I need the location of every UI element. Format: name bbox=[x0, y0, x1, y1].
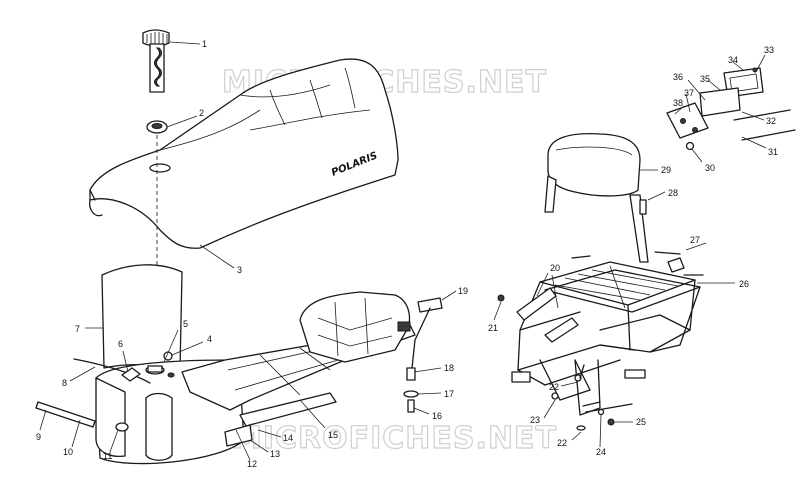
callout-23: 23 bbox=[530, 415, 540, 425]
rack-mount-bar bbox=[571, 251, 681, 259]
callout-6: 6 bbox=[118, 339, 123, 349]
callout-22b: 22 bbox=[557, 438, 567, 448]
callout-15: 15 bbox=[328, 430, 338, 440]
backrest bbox=[544, 132, 649, 263]
gas-cap-gasket bbox=[146, 120, 168, 134]
rack-bolt-22a-shank bbox=[579, 364, 585, 379]
fuel-line bbox=[73, 358, 151, 384]
callout-13: 13 bbox=[270, 449, 280, 459]
rack-nut-21 bbox=[497, 294, 505, 302]
tank-clip bbox=[121, 367, 141, 382]
callout-16: 16 bbox=[432, 411, 442, 421]
rack-pad-rear bbox=[544, 317, 579, 343]
callout-37: 37 bbox=[684, 88, 694, 98]
callout-2: 2 bbox=[199, 108, 204, 118]
callout-35: 35 bbox=[700, 74, 710, 84]
callout-8: 8 bbox=[62, 378, 67, 388]
callout-3: 3 bbox=[237, 265, 242, 275]
callout-17: 17 bbox=[444, 389, 454, 399]
callout-5: 5 bbox=[183, 319, 188, 329]
callout-34: 34 bbox=[728, 55, 738, 65]
seat-latch bbox=[403, 297, 443, 413]
callout-20: 20 bbox=[550, 263, 560, 273]
callout-18: 18 bbox=[444, 363, 454, 373]
callout-10: 10 bbox=[63, 447, 73, 457]
rack-bolt-23 bbox=[551, 392, 559, 400]
gas-cap bbox=[142, 29, 170, 93]
callout-31: 31 bbox=[768, 147, 778, 157]
callout-1: 1 bbox=[202, 39, 207, 49]
seat-base-rear bbox=[299, 291, 411, 363]
heat-shield bbox=[101, 264, 183, 371]
callout-21: 21 bbox=[488, 323, 498, 333]
callout-24: 24 bbox=[596, 447, 606, 457]
callout-30: 30 bbox=[705, 163, 715, 173]
callout-27: 27 bbox=[690, 235, 700, 245]
fuel-filter bbox=[115, 422, 129, 432]
callout-19: 19 bbox=[458, 286, 468, 296]
vent-hose bbox=[35, 401, 96, 428]
cargo-rack bbox=[511, 261, 701, 416]
callout-9: 9 bbox=[36, 432, 41, 442]
callout-numbers: 1 2 3 4 5 6 7 8 9 10 11 12 13 14 15 16 1… bbox=[36, 39, 778, 469]
callout-29: 29 bbox=[661, 165, 671, 175]
leader-lines bbox=[39, 41, 767, 461]
callout-38: 38 bbox=[673, 98, 683, 108]
rack-pad-front bbox=[516, 287, 557, 321]
callout-22a: 22 bbox=[549, 382, 559, 392]
rack-nut-24 bbox=[597, 408, 605, 416]
callout-36: 36 bbox=[673, 72, 683, 82]
callout-4: 4 bbox=[207, 334, 212, 344]
callout-14: 14 bbox=[283, 433, 293, 443]
rack-bracket bbox=[667, 257, 685, 273]
rack-bolt-22a bbox=[574, 374, 582, 382]
callout-11: 11 bbox=[103, 451, 112, 461]
callout-32: 32 bbox=[766, 116, 776, 126]
callout-33: 33 bbox=[764, 45, 774, 55]
callout-7: 7 bbox=[75, 324, 80, 334]
taillight bbox=[666, 67, 796, 151]
rack-strap bbox=[582, 401, 633, 413]
callout-28: 28 bbox=[668, 188, 678, 198]
callout-25: 25 bbox=[636, 417, 646, 427]
callout-12: 12 bbox=[247, 459, 257, 469]
seat-cover: POLARIS bbox=[89, 58, 399, 249]
rack-washer-22b bbox=[576, 425, 586, 431]
watermark-bottom: MICROFICHES.NET bbox=[232, 421, 557, 456]
callout-26: 26 bbox=[739, 279, 749, 289]
